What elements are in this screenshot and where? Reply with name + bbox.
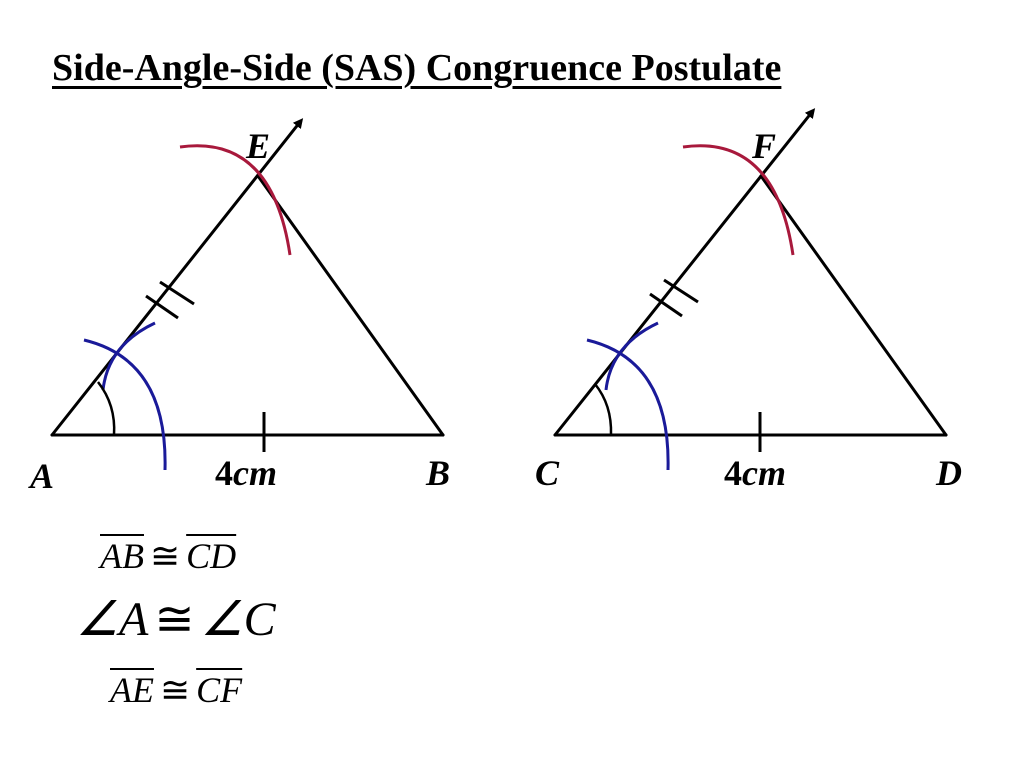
- arc-compass-a-side: [101, 321, 156, 391]
- triangle-1: E A B 4cm: [28, 118, 450, 496]
- arc-compass-c-side: [604, 321, 659, 391]
- congruent-symbol: ≅: [154, 593, 195, 646]
- label-b: B: [425, 453, 450, 493]
- angle-c-notation: ∠C: [200, 593, 276, 646]
- arc-compass-e: [179, 144, 292, 256]
- label-d: D: [935, 453, 962, 493]
- congruent-symbol: ≅: [149, 536, 181, 576]
- statement-ab-congruent-cd: AB≅CD: [100, 538, 236, 574]
- ray-ae: [50, 118, 304, 437]
- segment-ae-notation: AE: [110, 670, 154, 710]
- tick-ae-2: [159, 280, 195, 306]
- segment-ab-notation: AB: [100, 536, 144, 576]
- ray-cf: [553, 108, 816, 437]
- triangle-2: F C D 4cm: [535, 108, 962, 493]
- tick-cf-2: [663, 278, 699, 304]
- angle-c-mark: [594, 383, 613, 436]
- arc-compass-a-base: [83, 338, 167, 471]
- label-a: A: [28, 456, 54, 496]
- angle-a-mark: [97, 381, 116, 436]
- arc-compass-c-base: [586, 338, 670, 471]
- statement-angle-a-congruent-angle-c: ∠A≅∠C: [76, 596, 276, 644]
- congruent-symbol: ≅: [159, 670, 191, 710]
- segment-eb: [256, 174, 445, 437]
- slide-title: Side-Angle-Side (SAS) Congruence Postula…: [52, 47, 782, 89]
- arc-compass-f: [682, 144, 795, 256]
- segment-fd: [759, 174, 948, 437]
- segment-cf-notation: CF: [196, 670, 243, 710]
- measure-ab: 4cm: [215, 453, 277, 493]
- label-f: F: [751, 126, 776, 166]
- label-c: C: [535, 453, 560, 493]
- tick-ae-1: [145, 294, 179, 320]
- statement-ae-congruent-cf: AE≅CF: [110, 672, 242, 708]
- angle-a-notation: ∠A: [76, 593, 149, 646]
- label-e: E: [245, 126, 270, 166]
- measure-cd: 4cm: [724, 453, 786, 493]
- tick-cf-1: [649, 292, 683, 318]
- segment-cd-notation: CD: [186, 536, 237, 576]
